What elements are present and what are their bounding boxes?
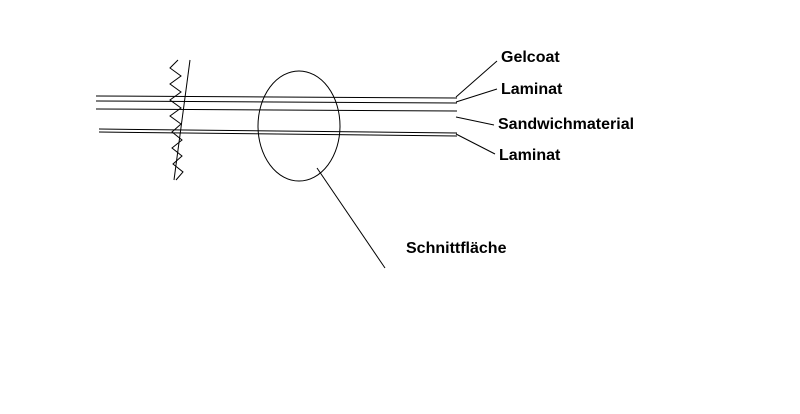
leader-line-gelcoat [455, 60, 498, 98]
sandwich-bottom-line [98, 128, 458, 134]
label-gelcoat: Gelcoat [501, 49, 560, 66]
leader-line-sandwich [455, 116, 495, 126]
laminat-top-line [95, 100, 458, 104]
break-line-zigzag [169, 59, 184, 181]
break-line-straight [173, 59, 191, 181]
laminat-bottom-line [98, 131, 458, 137]
leader-line-cut-surface [316, 167, 386, 269]
label-schnittflaeche: Schnittfläche [406, 240, 507, 257]
sandwich-top-line [95, 108, 458, 112]
label-sandwichmaterial: Sandwichmaterial [498, 116, 635, 133]
cut-surface-ellipse [257, 70, 341, 182]
gelcoat-surface-line [95, 95, 458, 99]
label-laminat-top: Laminat [501, 81, 563, 98]
leader-line-laminat-bottom [455, 133, 496, 155]
label-laminat-bottom: Laminat [499, 147, 561, 164]
leader-line-laminat-top [455, 88, 498, 103]
